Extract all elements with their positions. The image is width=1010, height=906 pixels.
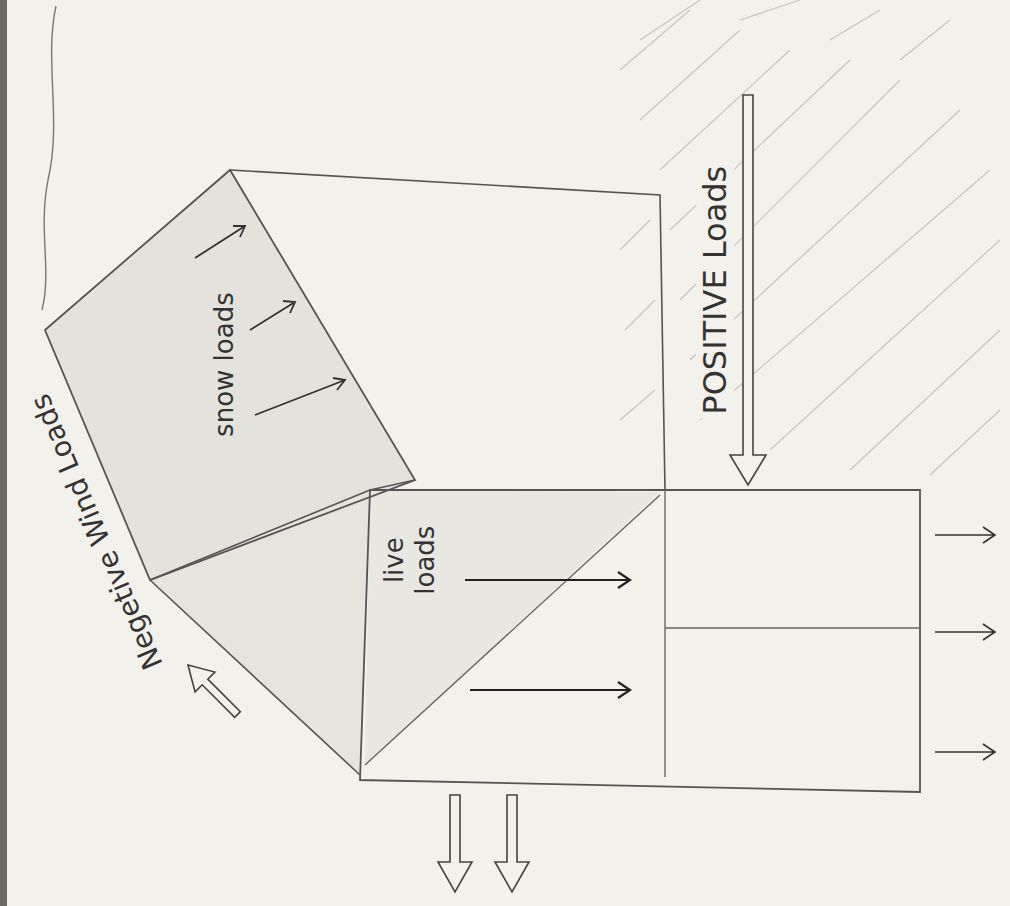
ground-hatch <box>620 0 1000 475</box>
load-label: live loads <box>379 513 441 607</box>
suction-arrow-group <box>178 655 247 724</box>
gable-edge <box>150 480 415 775</box>
wind-curve <box>42 6 56 310</box>
positive-load-arrow <box>730 95 766 485</box>
page-edge <box>0 0 7 906</box>
back-wall <box>230 170 665 490</box>
load-label: Negetive Wind Loads <box>24 389 170 674</box>
wind-pressure-arrow <box>438 795 472 892</box>
gable-shade <box>150 490 370 775</box>
wind-pressure-arrow <box>495 795 529 892</box>
live-load-arrow <box>465 572 630 698</box>
reaction-arrow <box>935 527 995 760</box>
suction-arrow <box>178 655 247 724</box>
load-label: snow loads <box>208 293 239 438</box>
load-label: POSITIVE Loads <box>696 162 734 419</box>
wall-division <box>365 490 920 777</box>
front-wall <box>360 490 920 792</box>
